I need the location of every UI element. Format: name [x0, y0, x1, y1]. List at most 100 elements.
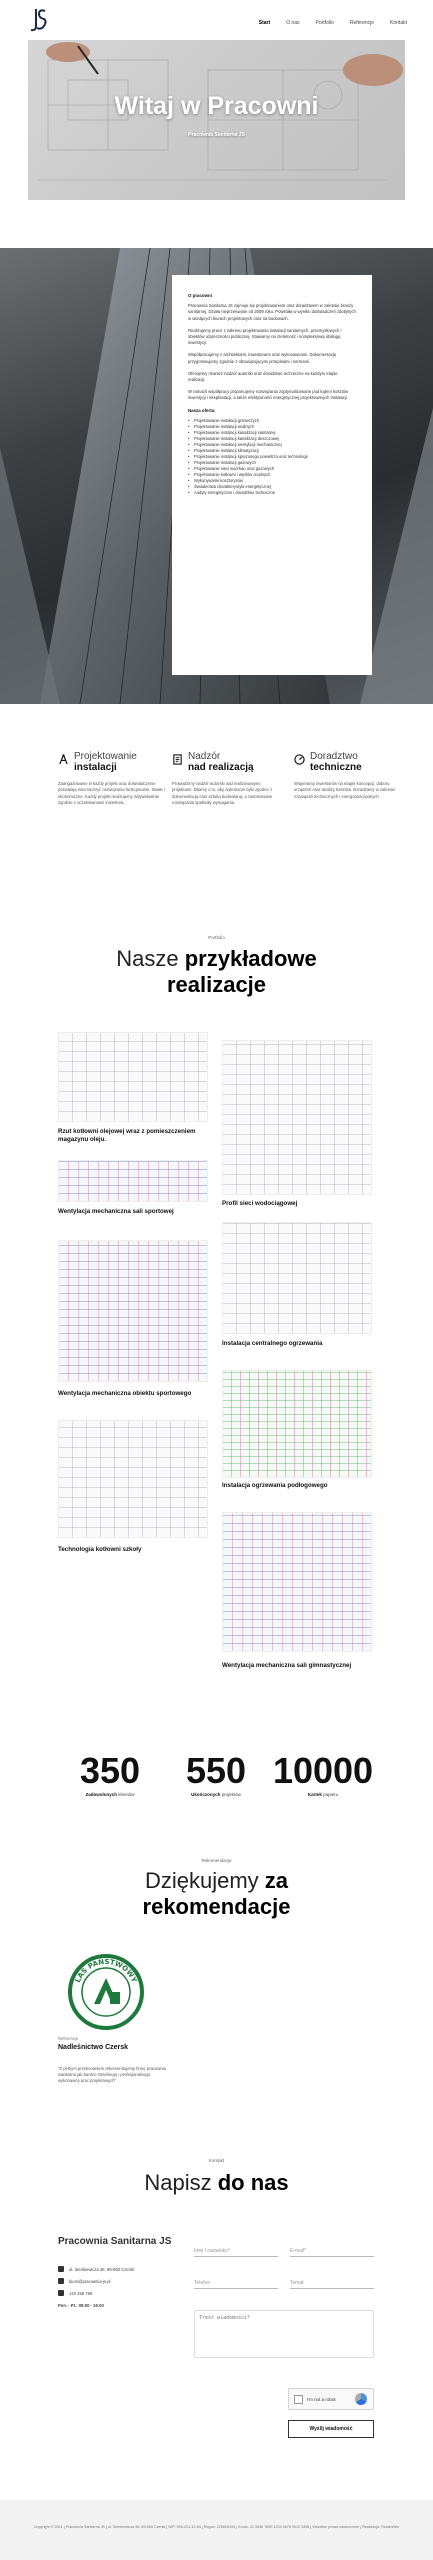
email-field[interactable]: [290, 2246, 374, 2257]
forestry-logo[interactable]: LAS PAŃSTWOWY: [66, 1952, 146, 2032]
recommendations-title-line2: rekomendacje: [142, 1894, 291, 1919]
contact-hours: Pon. - Pt.: 08:00 - 16:00: [58, 2303, 104, 2308]
about-paragraph-3: Współpracujemy z architektami, inwestora…: [188, 352, 337, 364]
contact-address: ul. Sienkiewicza 36, 89-650 Czersk: [58, 2266, 134, 2272]
about-paragraph-5: W ramach współpracy proponujemy rozwiąza…: [188, 389, 349, 401]
gauge-icon: [294, 754, 305, 765]
portfolio-image[interactable]: [58, 1420, 208, 1538]
hero-subtitle: Pracownia Sanitarna JS: [188, 132, 245, 138]
portfolio-caption[interactable]: Wentylacja mechaniczna sali sportowej: [58, 1208, 174, 1215]
stat-clients-value: 350: [79, 1750, 141, 1791]
stat-label-rest: papieru: [321, 1792, 339, 1797]
envelope-icon: [58, 2278, 64, 2284]
recaptcha-label: I'm not a robot: [307, 2397, 336, 2402]
portfolio-image[interactable]: [222, 1370, 372, 1478]
service-supervision: Nadzór nad realizacją Prowadzimy nadzór …: [172, 752, 282, 807]
about-paragraph-2: Realizujemy prace z zakresu projektowani…: [188, 327, 342, 346]
service-title-bold: techniczne: [310, 762, 362, 773]
about-paragraph-4: Oferujemy również nadzór autorski oraz d…: [188, 370, 338, 383]
list-item: Projektowanie instalacji kanalizacji des…: [188, 436, 356, 442]
contact-title: Napisz do nas: [0, 2170, 433, 2196]
contact-eyebrow: Kontakt: [208, 2158, 225, 2163]
stat-projects-value: 550: [185, 1750, 247, 1791]
list-item: Projektowanie instalacji gazowych: [188, 460, 356, 466]
contact-phone[interactable]: 123 456 789: [58, 2290, 92, 2296]
hero-title: Witaj w Pracowni: [114, 92, 319, 120]
service-consulting: Doradztwo techniczne Wspieramy inwestoró…: [294, 752, 404, 800]
contact-title-bold: do nas: [217, 2170, 289, 2195]
menu-item-contact[interactable]: Kontakt: [390, 20, 407, 26]
recommendation-name: Nadleśnictwo Czersk: [58, 2044, 129, 2051]
portfolio-title: Nasze przykładowe realizacje: [0, 946, 433, 998]
recaptcha-checkbox[interactable]: [294, 2395, 303, 2404]
stat-label-bold: Ukończonych: [191, 1792, 221, 1797]
contact-phone-text[interactable]: 123 456 789: [69, 2290, 93, 2296]
list-item: Wykonywanie kosztorysów: [188, 478, 356, 484]
about-heading: O pracowni: [188, 293, 212, 298]
portfolio-title-bold: przykładowe: [184, 946, 317, 971]
stat-label-bold: Kartek: [307, 1792, 322, 1797]
list-item: Projektowanie instalacji kanalizacji san…: [188, 430, 356, 436]
company-logo[interactable]: [28, 6, 48, 34]
phone-field[interactable]: [194, 2278, 278, 2289]
portfolio-caption[interactable]: Rzut kotłowni olejowej wraz z pomieszcze…: [58, 1128, 196, 1143]
stat-clients-label: Zadowolonych klientów: [70, 1792, 150, 1797]
menu-item-about[interactable]: O nas: [286, 20, 300, 26]
contact-title-light: Napisz: [144, 2170, 218, 2195]
service-title-bold: nad realizacją: [188, 762, 254, 773]
company-name: Pracownia Sanitarna JS: [58, 2236, 172, 2247]
service-description: Prowadzimy nadzór autorski nad realizowa…: [172, 781, 273, 806]
stat-paper-label: Kartek papieru: [268, 1792, 378, 1797]
service-design: Projektowanie instalacji Zaangażowanie w…: [58, 752, 168, 807]
hero-overlay: [28, 40, 405, 200]
document-icon: [173, 754, 182, 765]
contact-email-text[interactable]: biuro@pracownia-js.pl: [69, 2278, 111, 2284]
send-message-button[interactable]: Wyślij wiadomość: [288, 2420, 374, 2438]
portfolio-caption[interactable]: Wentylacja mechaniczna obiektu sportoweg…: [58, 1390, 192, 1397]
portfolio-caption[interactable]: Profil sieci wodociągowej: [222, 1200, 298, 1207]
portfolio-image[interactable]: [222, 1512, 372, 1652]
message-field[interactable]: [194, 2310, 374, 2358]
recaptcha-widget[interactable]: I'm not a robot: [288, 2388, 374, 2410]
stat-projects-label: Ukończonych projektów: [176, 1792, 256, 1797]
portfolio-title-line2: realizacje: [166, 972, 267, 997]
stat-label-bold: Zadowolonych: [85, 1792, 117, 1797]
recaptcha-icon: [355, 2393, 367, 2405]
subject-field[interactable]: [290, 2278, 374, 2289]
list-item: Audyty energetyczne i doradztwo technicz…: [188, 490, 356, 496]
recommendations-title-bold: za: [264, 1868, 289, 1893]
portfolio-caption[interactable]: Wentylacja mechaniczna sali gimnastyczne…: [222, 1662, 352, 1669]
portfolio-image[interactable]: [58, 1032, 208, 1122]
list-item: Projektowanie instalacji klimatyzacji: [188, 448, 356, 454]
portfolio-image[interactable]: [58, 1240, 208, 1382]
contact-email[interactable]: biuro@pracownia-js.pl: [58, 2278, 111, 2284]
offer-list-label: Nasza oferta:: [188, 407, 216, 413]
hero-banner: Witaj w Pracowni Pracownia Sanitarna JS: [28, 40, 405, 200]
portfolio-image[interactable]: [222, 1040, 372, 1195]
hero-blueprint-image: [38, 42, 403, 181]
main-menu: Start O nas Portfolio Referencje Kontakt: [259, 20, 407, 26]
recommendation-quote: "Z pełnym przekonaniem rekomendujemy fir…: [58, 2066, 166, 2084]
menu-item-portfolio[interactable]: Portfolio: [315, 20, 334, 26]
list-item: Projektowanie kotłowni i węzłów cieplnyc…: [188, 472, 356, 478]
list-item: Projektowanie instalacji grzewczych: [188, 418, 356, 424]
stat-label-rest: projektów: [220, 1792, 241, 1797]
list-item: Projektowanie sieci wod-kan oraz gazowyc…: [188, 466, 356, 472]
portfolio-image[interactable]: [58, 1160, 208, 1202]
portfolio-caption[interactable]: Instalacja ogrzewania podłogowego: [222, 1482, 328, 1489]
about-paragraph-1: Pracownia Sanitarna JS zajmuje się proje…: [188, 303, 356, 321]
list-item: Projektowanie instalacji sprężonego powi…: [188, 454, 356, 460]
menu-item-start[interactable]: Start: [258, 20, 271, 26]
recommendations-title: Dziękujemy za rekomendacje: [0, 1868, 433, 1920]
service-description: Zaangażowanie w każdy projekt oraz doświ…: [58, 781, 165, 806]
service-title-light: Doradztwo: [310, 751, 358, 762]
name-field[interactable]: [194, 2246, 278, 2257]
portfolio-caption[interactable]: Instalacja centralnego ogrzewania: [222, 1340, 323, 1347]
recommendations-eyebrow: Rekomendacje: [201, 1858, 232, 1863]
list-item: Projektowanie instalacji wodnych: [188, 424, 356, 430]
menu-item-references[interactable]: Referencje: [349, 20, 375, 26]
portfolio-caption[interactable]: Technologia kotłowni szkoły: [58, 1546, 142, 1553]
portfolio-image[interactable]: [222, 1222, 372, 1334]
recommendation-label: Referencje: [58, 2036, 79, 2041]
stat-paper-value: 10000: [272, 1750, 374, 1791]
